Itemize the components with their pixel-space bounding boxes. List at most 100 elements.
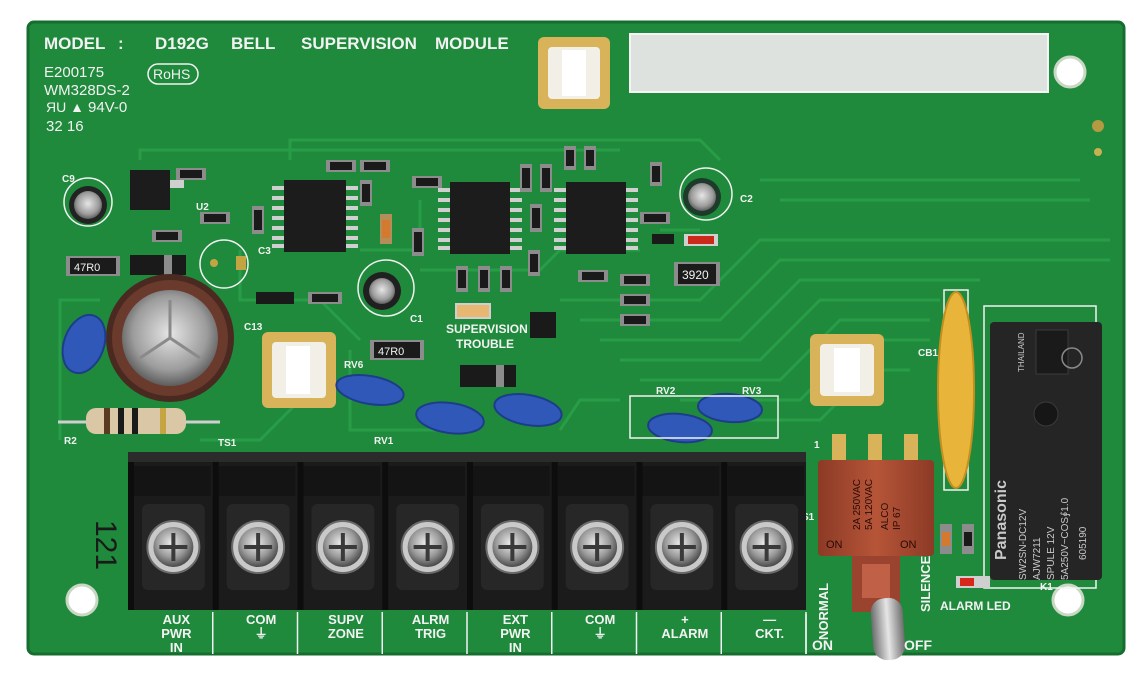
terminal-screws: AUXPWRINCOM⏚SUPVZONEALRMTRIGEXTPWRINCOM⏚… [128, 462, 807, 655]
label-pad-white [629, 33, 1049, 93]
standoff-right-slot [834, 348, 860, 392]
switch-on-label: ON [812, 637, 833, 653]
ic-chip-1 [272, 180, 358, 252]
model-label: MODEL [44, 34, 105, 53]
resistor-47r0-a-label: 47R0 [74, 262, 100, 274]
terminal-2[interactable]: COM⏚ [212, 462, 299, 654]
terminal-8[interactable]: —CKT. [721, 462, 807, 654]
smd-components [130, 146, 718, 387]
model-colon: : [118, 34, 124, 53]
switch-on-right: ON [900, 539, 917, 551]
terminal-5-label-2: PWR [500, 626, 531, 641]
cert-line1: E200175 [44, 64, 104, 81]
ul-rating: 94V-0 [88, 99, 127, 116]
alarm-led-label: ALARM LED [940, 599, 1011, 613]
terminal-7-label-1: + [681, 612, 689, 627]
handwritten-marking: 121 [89, 520, 122, 570]
relay-line4: 5A250V~COS∮1.0 [1060, 497, 1071, 580]
ref-s1: S1 [802, 512, 815, 523]
mounting-hole-top-right [1053, 55, 1087, 89]
switch-off-label: OFF [904, 637, 932, 653]
ic-chip-2 [438, 182, 522, 254]
model-word-supervision: SUPERVISION [301, 34, 417, 53]
ref-u2: U2 [196, 202, 209, 213]
terminal-4-label-1: ALRM [412, 612, 450, 627]
capacitor-c13-large [106, 274, 234, 402]
terminal-1-label-1: AUX [163, 612, 191, 627]
rohs-mark: RoHS [153, 66, 190, 82]
resistor-47r0-b: 47R0 [370, 340, 424, 360]
smd-near-led-1-body [942, 532, 950, 546]
rohs-outline [147, 63, 199, 85]
terminal-4-label-2: TRIG [415, 626, 446, 641]
relay-line2: AJW7211 [1032, 537, 1043, 580]
ref-rv3: RV3 [742, 386, 762, 397]
capacitor-c1 [357, 259, 415, 317]
terminal-6-label-1: COM [585, 612, 615, 627]
terminal-6[interactable]: COM⏚ [551, 462, 638, 654]
standoff-top-slot [562, 50, 586, 96]
switch-normal-label: NORMAL [816, 583, 831, 640]
standoff-left-slot [286, 346, 310, 394]
ref-pin1: 1 [814, 440, 820, 451]
mounting-hole-bottom-right [1051, 583, 1085, 617]
via-top-right-2 [1094, 148, 1102, 156]
relay-brand: Panasonic [993, 480, 1010, 560]
certification-marks: E200175 WM328DS-2 RoHS ЯU ▲ 94V-0 32 16 [44, 63, 199, 135]
ul-recognized-icon: ЯU ▲ [46, 99, 84, 115]
ref-c9: C9 [62, 174, 75, 185]
resistor-3920: 3920 [674, 262, 720, 286]
relay-line5: 605190 [1078, 526, 1089, 560]
cert-line2: WM328DS-2 [44, 82, 130, 99]
relay-line3: SPULE 12V [1046, 526, 1057, 580]
terminal-3-label-1: SUPV [328, 612, 364, 627]
relay-model: SW2SN-DC12V [1018, 509, 1029, 580]
switch-ip: IP 67 [892, 506, 903, 530]
terminal-7-label-2: ALARM [661, 626, 708, 641]
capacitor-c3-footprint [199, 239, 249, 289]
ref-c13: C13 [244, 322, 263, 333]
terminal-7[interactable]: +ALARM [636, 462, 722, 654]
varistors [61, 313, 763, 444]
ref-c3: C3 [258, 246, 271, 257]
date-code: 32 16 [46, 118, 84, 135]
varistor-outline-rv2-rv3 [629, 395, 779, 439]
terminal-5-label-1: EXT [503, 612, 528, 627]
led-supervision-trouble [455, 303, 491, 319]
ref-rv2: RV2 [656, 386, 676, 397]
terminal-2-label-1: COM [246, 612, 276, 627]
terminal-6-label-2: ⏚ [594, 626, 607, 641]
ref-c1: C1 [410, 314, 423, 325]
resistor-3920-label: 3920 [682, 268, 709, 282]
relay-country: THAILAND [1017, 332, 1026, 372]
model-header: MODEL : D192G BELL SUPERVISION MODULE [44, 34, 509, 53]
switch-brand: ALCO [880, 503, 891, 530]
switch-rating-1: 2A 250VAC [852, 479, 863, 530]
smd-near-led-2-body [964, 532, 972, 546]
switch-on-left: ON [826, 539, 843, 551]
pcb-edge-shade [26, 20, 1126, 656]
terminal-5-label-3: IN [509, 640, 522, 655]
circuit-breaker-cb1 [937, 291, 975, 489]
ref-r2: R2 [64, 436, 77, 447]
led-label-line2: TROUBLE [456, 337, 514, 351]
resistor-47r0-b-label: 47R0 [378, 346, 404, 358]
ref-cb1: CB1 [918, 348, 938, 359]
model-part: D192G [155, 34, 209, 53]
ref-c2: C2 [740, 194, 753, 205]
terminal-3-label-2: ZONE [328, 626, 364, 641]
toggle-switch-s1[interactable]: 2A 250VAC 5A 120VAC ALCO IP 67 ON ON [818, 434, 934, 661]
resistor-47r0-a: 47R0 [66, 256, 120, 276]
terminal-8-label-1: — [763, 612, 776, 627]
switch-lever[interactable] [870, 597, 906, 661]
switch-rating-2: 5A 120VAC [864, 479, 875, 530]
ref-rv1: RV1 [374, 436, 394, 447]
ic-chip-3 [554, 182, 638, 254]
via-top-right [1092, 120, 1104, 132]
capacitor-c9 [63, 177, 113, 227]
